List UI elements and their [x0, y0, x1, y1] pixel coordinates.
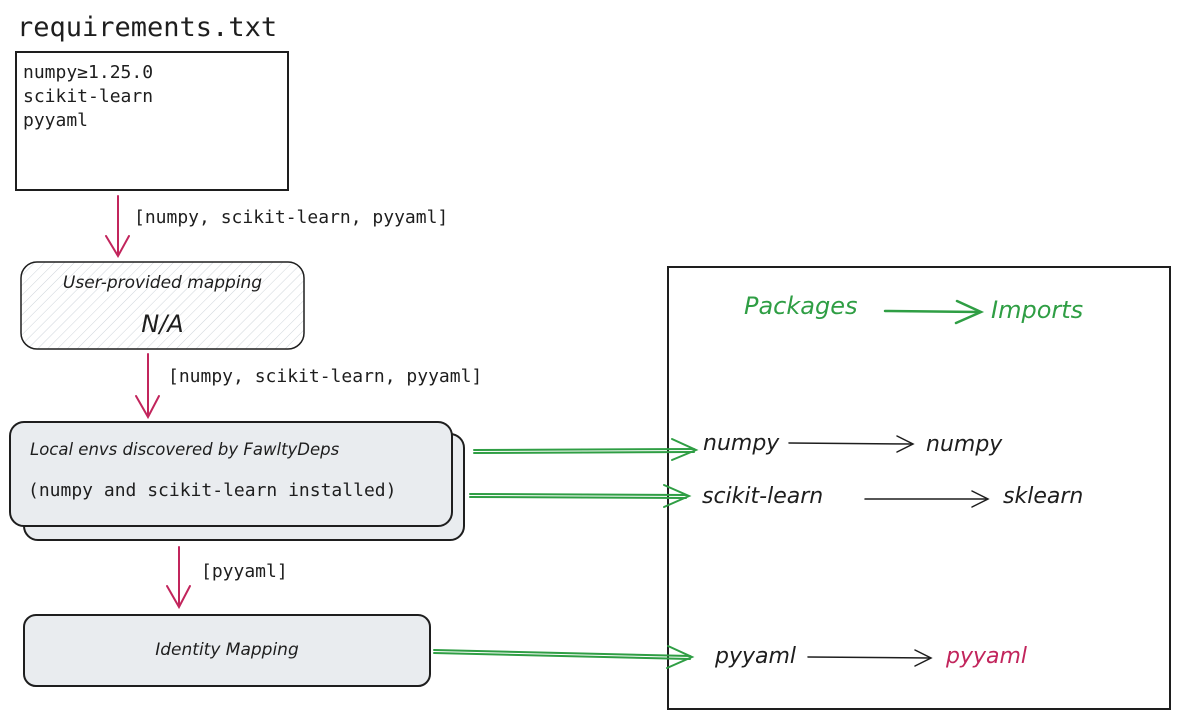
header-packages: Packages: [744, 292, 858, 320]
user-mapping-value: N/A: [141, 310, 184, 338]
identity-mapping-box: [23, 614, 431, 687]
header-arrow: [883, 299, 985, 325]
mapping-arrow-scikit-learn: [864, 490, 990, 508]
requirements-title: requirements.txt: [17, 12, 278, 43]
package-pyyaml: pyyaml: [715, 644, 797, 669]
package-numpy: numpy: [703, 431, 780, 456]
mapping-arrow-pyyaml: [807, 649, 933, 667]
flow-arrow-1: [105, 195, 130, 259]
import-sklearn: sklearn: [1003, 484, 1084, 509]
import-numpy: numpy: [926, 432, 1003, 457]
flow-label-1: [numpy, scikit-learn, pyyaml]: [134, 207, 449, 228]
flow-label-3: [pyyaml]: [201, 561, 288, 582]
local-envs-subtitle: (numpy and scikit-learn installed): [28, 480, 397, 501]
connector-pyyaml: [433, 645, 695, 669]
flow-arrow-3: [166, 546, 191, 610]
user-mapping-title: User-provided mapping: [62, 273, 263, 293]
header-imports: Imports: [991, 296, 1084, 324]
local-envs-title: Local envs discovered by FawltyDeps: [30, 440, 340, 459]
user-mapping-box: [20, 261, 305, 350]
import-pyyaml: pyyaml: [946, 644, 1028, 669]
mapping-arrow-numpy: [788, 435, 915, 453]
flow-label-2: [numpy, scikit-learn, pyyaml]: [168, 366, 483, 387]
identity-mapping-title: Identity Mapping: [155, 640, 299, 660]
package-scikit-learn: scikit-learn: [702, 484, 824, 509]
connector-scikit-learn: [469, 484, 692, 508]
connector-numpy: [473, 438, 699, 461]
result-panel: [667, 266, 1171, 710]
requirement-line: scikit-learn: [23, 86, 154, 107]
local-envs-box: [9, 421, 453, 527]
requirements-list: numpy≥1.25.0 scikit-learn pyyaml: [23, 61, 153, 133]
requirement-line: pyyaml: [23, 110, 89, 131]
requirements-box: [15, 51, 289, 191]
requirement-line: numpy≥1.25.0: [23, 62, 154, 83]
flow-arrow-2: [135, 353, 160, 420]
